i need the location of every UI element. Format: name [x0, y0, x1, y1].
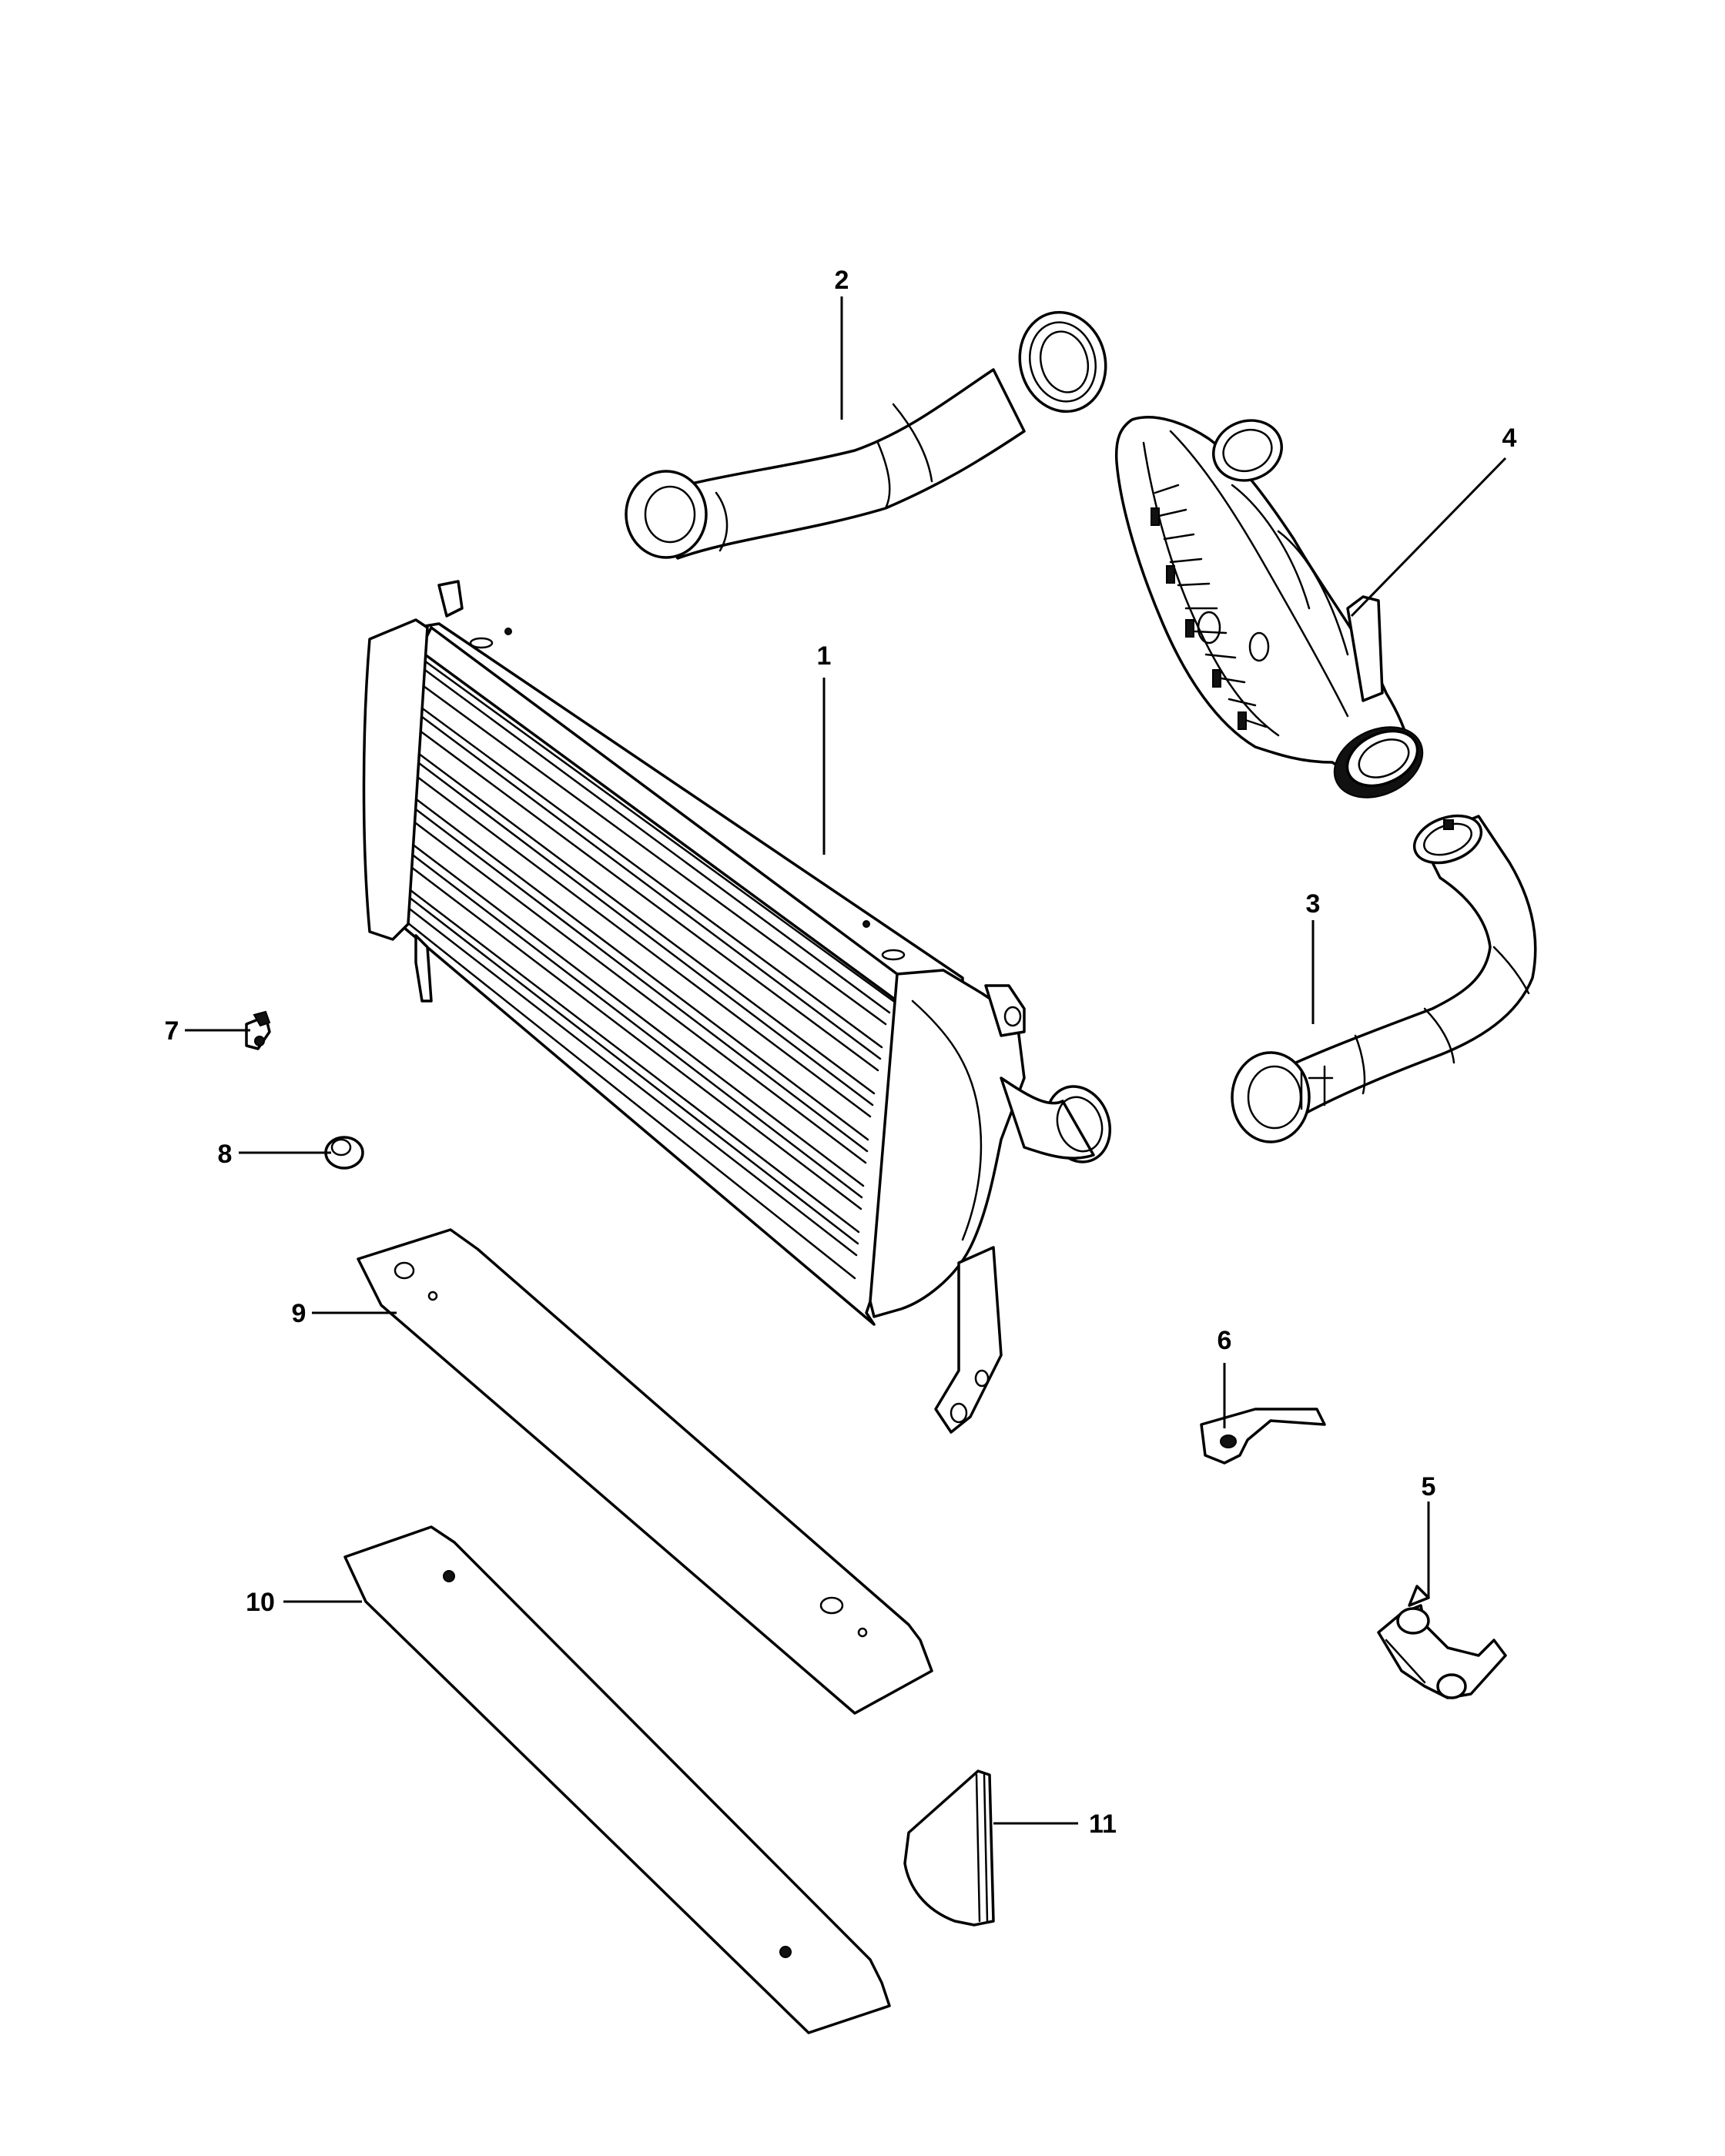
part-6-bracket	[1200, 1408, 1326, 1465]
callout-10: 10	[246, 1588, 275, 1617]
callout-4: 4	[1502, 424, 1517, 453]
callout-11: 11	[1089, 1810, 1117, 1839]
callout-3: 3	[1306, 889, 1321, 919]
callout-8: 8	[218, 1140, 233, 1169]
part-5-clamp	[1377, 1585, 1507, 1699]
callout-1: 1	[817, 641, 832, 671]
callout-leaders	[185, 296, 1507, 1825]
part-2-upper-hose	[625, 310, 1107, 560]
callout-6: 6	[1218, 1326, 1232, 1355]
callout-5: 5	[1422, 1472, 1436, 1502]
part-9-air-baffle	[357, 1228, 933, 1715]
callout-labels: 1 2 3 4 5 6 7 8 9 10 11	[165, 266, 1517, 1839]
callout-7: 7	[165, 1016, 179, 1046]
part-11-side-seal	[903, 1769, 995, 1927]
callout-9: 9	[292, 1299, 306, 1328]
part-8-grommet	[324, 1136, 364, 1170]
part-1-intercooler	[362, 580, 1112, 1434]
part-4-air-duct	[1114, 416, 1424, 798]
part-3-lower-hose	[1231, 814, 1537, 1143]
part-7-clip	[245, 1010, 271, 1050]
leader-4	[1350, 457, 1507, 618]
callout-2: 2	[835, 266, 849, 295]
part-10-air-baffle	[343, 1525, 891, 2034]
